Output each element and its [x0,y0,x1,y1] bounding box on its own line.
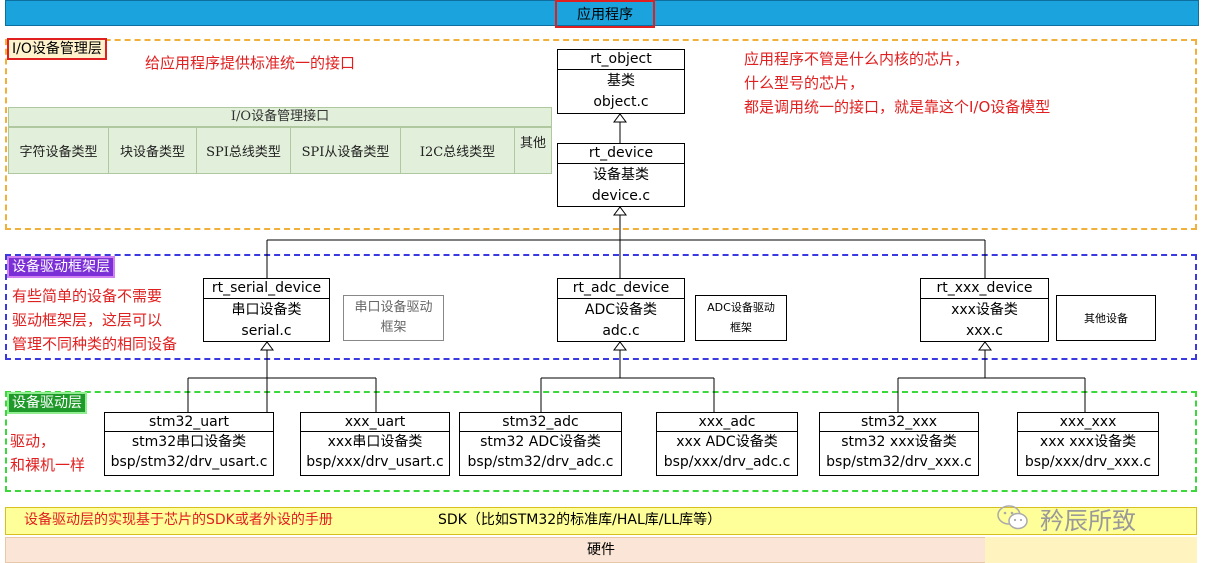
driver-xxx-uart-name: xxx_uart [301,413,449,432]
rt-serial-device-file: serial.c [241,323,292,339]
io-layer-note: 给应用程序提供标准统一的接口 [145,54,356,72]
table-cell-block-device: 块设备类型 [108,127,197,174]
driver-note-2: 和裸机一样 [10,456,86,474]
rt-device-desc: 设备基类 [593,167,649,183]
io-layer-zone [5,39,1197,230]
driver-layer-tag: 设备驱动层 [7,392,87,414]
driver-stm32-uart-desc: stm32串口设备类 [131,434,247,450]
driver-stm32-xxx-file: bsp/stm32/drv_xxx.c [826,454,972,470]
sdk-bar [5,507,1197,535]
sdk-label: SDK（比如STM32的标准库/HAL库/LL库等） [438,512,722,528]
driver-xxx-uart-desc: xxx串口设备类 [327,434,423,450]
driver-stm32-adc: stm32_adc stm32 ADC设备类 bsp/stm32/drv_adc… [459,412,622,476]
rt-object-class: rt_object 基类 object.c [557,49,685,114]
application-box: 应用程序 [555,0,655,28]
adc-framework-note-1: ADC设备驱动 [707,301,775,314]
rt-adc-device-desc: ADC设备类 [584,302,658,318]
driver-stm32-adc-file: bsp/stm32/drv_adc.c [467,454,614,470]
io-right-note-3: 都是调用统一的接口，就是靠这个I/O设备模型 [744,98,1051,116]
rt-serial-device-name: rt_serial_device [204,279,329,299]
driver-xxx-xxx: xxx_xxx xxx xxx设备类 bsp/xxx/drv_xxx.c [1017,412,1159,476]
hardware-bar-right [985,537,1197,563]
rt-adc-device-name: rt_adc_device [558,279,684,299]
table-cell-spi-slave: SPI从设备类型 [290,127,401,174]
rt-device-name: rt_device [558,144,684,164]
rt-xxx-device-file: xxx.c [965,323,1003,339]
rt-xxx-device-name: rt_xxx_device [921,279,1048,299]
adc-framework-note-2: 框架 [730,321,752,334]
serial-framework-note-2: 框架 [380,320,407,335]
rt-adc-device-class: rt_adc_device ADC设备类 adc.c [557,278,685,342]
driver-xxx-uart: xxx_uart xxx串口设备类 bsp/xxx/drv_usart.c [300,412,450,476]
rt-adc-device-file: adc.c [602,323,640,339]
framework-note-1: 有些简单的设备不需要 [12,287,163,305]
driver-stm32-xxx: stm32_xxx stm32 xxx设备类 bsp/stm32/drv_xxx… [819,412,979,476]
driver-xxx-adc-file: bsp/xxx/drv_adc.c [663,454,791,470]
framework-note-2: 驱动框架层，这层可以 [12,311,163,329]
io-layer-tag: I/O设备管理层 [7,38,107,60]
sdk-red-note: 设备驱动层的实现基于芯片的SDK或者外设的手册 [24,512,333,528]
table-cell-other: 其他 [514,127,552,174]
rt-serial-device-class: rt_serial_device 串口设备类 serial.c [203,278,330,342]
io-interface-table-title: I/O设备管理接口 [8,107,552,127]
driver-xxx-xxx-name: xxx_xxx [1018,413,1158,432]
framework-layer-tag: 设备驱动框架层 [7,256,115,278]
io-right-note-1: 应用程序不管是什么内核的芯片， [744,50,970,68]
rt-object-desc: 基类 [607,73,635,89]
driver-layer-zone [5,391,1197,492]
driver-xxx-adc-desc: xxx ADC设备类 [676,434,778,450]
rt-serial-device-desc: 串口设备类 [231,302,302,318]
watermark: 矜辰所致 [1040,507,1136,535]
driver-xxx-adc: xxx_adc xxx ADC设备类 bsp/xxx/drv_adc.c [656,412,798,476]
io-right-note-2: 什么型号的芯片， [744,74,865,92]
framework-layer-zone [5,254,1197,360]
driver-stm32-uart-name: stm32_uart [105,413,273,432]
driver-xxx-xxx-file: bsp/xxx/drv_xxx.c [1024,454,1152,470]
serial-framework-note-1: 串口设备驱动 [354,300,433,315]
rt-device-file: device.c [591,188,651,204]
driver-xxx-adc-name: xxx_adc [657,413,797,432]
driver-stm32-adc-desc: stm32 ADC设备类 [480,434,601,450]
table-cell-spi-bus: SPI总线类型 [196,127,291,174]
rt-device-class: rt_device 设备基类 device.c [557,143,685,207]
driver-stm32-uart: stm32_uart stm32串口设备类 bsp/stm32/drv_usar… [104,412,274,476]
driver-stm32-uart-file: bsp/stm32/drv_usart.c [110,454,268,470]
rt-xxx-device-desc: xxx设备类 [951,302,1018,318]
adc-framework-note: ADC设备驱动 框架 [695,295,787,341]
serial-framework-note: 串口设备驱动 框架 [343,295,444,341]
wechat-icon [997,505,1028,530]
rt-object-file: object.c [593,94,649,110]
driver-xxx-uart-file: bsp/xxx/drv_usart.c [306,454,444,470]
table-cell-char-device: 字符设备类型 [8,127,109,174]
driver-stm32-xxx-desc: stm32 xxx设备类 [841,434,957,450]
driver-xxx-xxx-desc: xxx xxx设备类 [1039,434,1137,450]
rt-xxx-device-class: rt_xxx_device xxx设备类 xxx.c [920,278,1049,342]
driver-stm32-adc-name: stm32_adc [460,413,621,432]
driver-stm32-xxx-name: stm32_xxx [820,413,978,432]
other-device-note: 其他设备 [1056,295,1156,341]
rt-object-name: rt_object [558,50,684,70]
driver-note-1: 驱动， [10,432,56,450]
framework-note-3: 管理不同种类的相同设备 [12,335,178,353]
table-cell-i2c-bus: I2C总线类型 [400,127,515,174]
